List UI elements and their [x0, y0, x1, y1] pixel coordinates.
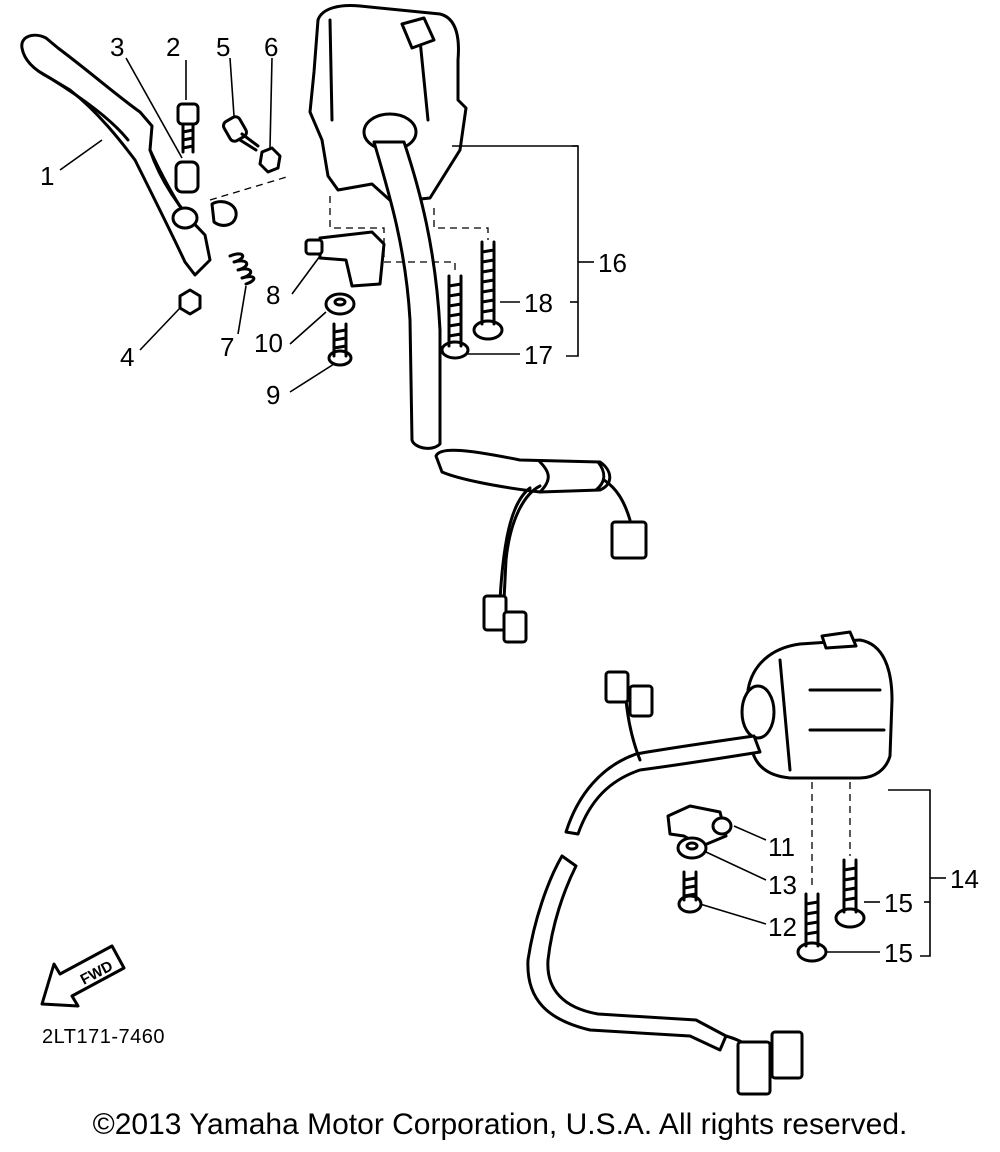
- callout-4: 4: [120, 342, 134, 372]
- callout-3: 3: [110, 32, 124, 62]
- bolt-part-2: [176, 102, 200, 154]
- callout-9: 9: [266, 380, 280, 410]
- callout-6: 6: [264, 32, 278, 62]
- spring-part-7: [228, 252, 256, 286]
- callout-15-upper: 15: [884, 888, 913, 918]
- screw-part-18: [472, 240, 504, 341]
- callout-11: 11: [768, 832, 795, 862]
- adjuster-bolt-part-5: [222, 115, 260, 152]
- right-switch-harness: [526, 670, 804, 1096]
- washer-part-10: [324, 292, 356, 316]
- leader-lines: [59, 57, 946, 957]
- nut-part-4: [178, 288, 202, 316]
- screw-part-17: [440, 274, 470, 360]
- left-handlebar-switch-part-16: [308, 4, 468, 450]
- right-handlebar-switch-part-14: [740, 630, 894, 780]
- callout-18: 18: [524, 288, 553, 318]
- clutch-lever-part: [20, 33, 212, 277]
- screw-part-9: [327, 322, 353, 367]
- callout-14: 14: [950, 864, 979, 894]
- screw-part-15-upper: [834, 858, 866, 929]
- screw-part-12: [677, 870, 703, 914]
- locknut-part-6: [258, 146, 282, 174]
- washer-part-13: [676, 836, 708, 860]
- fwd-arrow-icon: FWD: [40, 944, 126, 1008]
- callout-labels: 1 2 3 4 5 6 7 8 9 10 16 17 18 11 13 12 1…: [40, 32, 979, 968]
- exploded-parts-diagram: FWD 1 2 3 4 5 6 7 8 9: [20, 4, 979, 1096]
- front-brake-switch-part-11: [666, 804, 733, 848]
- callout-2: 2: [166, 32, 180, 62]
- left-switch-harness: [434, 448, 648, 644]
- callout-10: 10: [254, 328, 283, 358]
- callout-8: 8: [266, 280, 280, 310]
- callout-7: 7: [220, 332, 234, 362]
- collar-part-3: [174, 160, 200, 194]
- callout-15-lower: 15: [884, 938, 913, 968]
- callout-12: 12: [768, 912, 797, 942]
- callout-5: 5: [216, 32, 230, 62]
- diagram-code: 2LT171-7460: [42, 1026, 165, 1048]
- lever-pivot-part: [171, 200, 238, 230]
- clutch-switch-part-8: [304, 230, 386, 288]
- copyright-notice: ©2013 Yamaha Motor Corporation, U.S.A. A…: [92, 1108, 908, 1141]
- callout-13: 13: [768, 870, 797, 900]
- screw-part-15-lower: [796, 892, 828, 963]
- callout-17: 17: [524, 340, 553, 370]
- callout-16: 16: [598, 248, 627, 278]
- callout-1: 1: [40, 161, 54, 191]
